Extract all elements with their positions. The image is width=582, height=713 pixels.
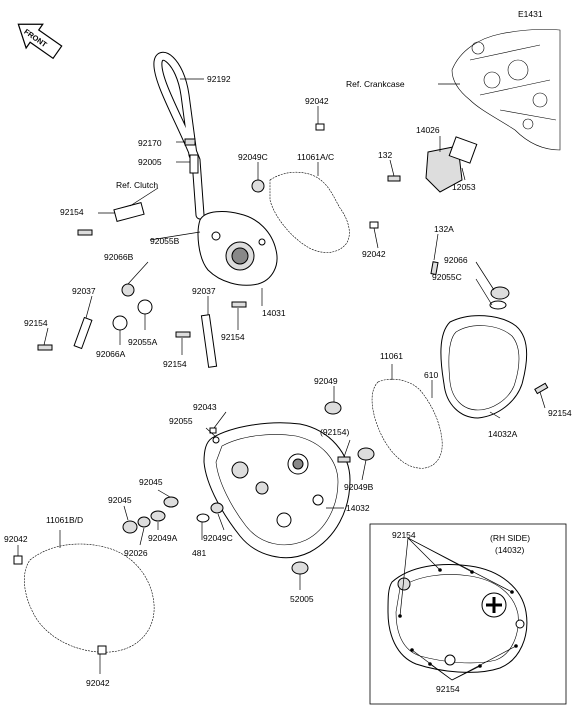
bolt-132 [387,175,401,182]
gasket-11061ac [269,171,350,253]
label-92154-paren: (92154) [320,427,349,437]
label-481: 481 [192,548,206,558]
label-92192: 92192 [207,74,231,84]
o-ring-92055c [489,300,507,310]
plug-52005 [291,561,309,575]
label-92045-b: 92045 [108,495,132,505]
seal-92049c [210,502,224,514]
gasket-11061bd [24,543,155,653]
rh-side-inset: (RH SIDE) (14032) [369,523,567,705]
label-52005: 52005 [290,594,314,604]
label-132a: 132A [434,224,454,234]
label-610: 610 [424,370,438,380]
seal-92049a [150,510,166,522]
label-14032a: 14032A [488,429,518,439]
bearing-92026 [137,516,151,528]
pin-92043 [209,427,217,434]
clutch-cover-14032a [440,315,549,419]
breather-hose [153,51,205,220]
plug-92066 [490,286,510,300]
diagram-code: E1431 [518,9,543,19]
pin-92042c [13,555,23,565]
seal-92049 [324,401,342,415]
leader-lines [17,78,546,674]
o-ring-92055a [137,299,153,315]
label-11061ac: 11061A/C [297,152,334,162]
main-cover-14032 [203,422,351,559]
label-14031: 14031 [262,308,286,318]
label-92042-c: 92042 [4,534,28,544]
label-92042-top: 92042 [305,96,329,106]
inset-title: (RH SIDE) [490,533,530,543]
label-12053: 12053 [452,182,476,192]
label-132: 132 [378,150,392,160]
label-92154-b: 92154 [24,318,48,328]
label-92154-d: 92154 [221,332,245,342]
bolt-92154c [175,331,191,338]
label-92042-b: 92042 [362,249,386,259]
label-92055: 92055 [169,416,193,426]
inset-subtitle: (14032) [495,545,524,555]
label-92055a: 92055A [128,337,158,347]
plug-92066b [121,283,135,297]
seal-92045b [122,520,138,534]
seal-92049b [357,447,375,461]
label-92066b: 92066B [104,252,134,262]
crankcase-reference [451,28,561,151]
plug-92066a [112,315,128,331]
label-92049: 92049 [314,376,338,386]
dowel-92037a [73,316,93,350]
label-92037-b: 92037 [192,286,216,296]
part-labels: 92192 92042 92170 92005 92049C 11061A/C … [4,74,572,694]
bolt-92154-paren [337,456,351,463]
label-14026: 14026 [416,125,440,135]
label-92154-c: 92154 [163,359,187,369]
pin-92042a [315,123,325,131]
label-92154-inset-top: 92154 [392,530,416,540]
label-92066: 92066 [444,255,468,265]
oil-seal-92049c-top [251,179,265,193]
o-ring-92055 [212,436,220,444]
label-14032: 14032 [346,503,370,513]
label-11061bd: 11061B/D [46,515,83,525]
label-92049c-top: 92049C [238,152,268,162]
label-92043: 92043 [193,402,217,412]
label-11061: 11061 [380,351,403,361]
bolt-132a [430,261,439,276]
pin-92042b [369,221,379,229]
label-92154-a: 92154 [60,207,84,217]
label-92066a: 92066A [96,349,126,359]
bolt-92154d [231,301,247,308]
label-92170: 92170 [138,138,162,148]
label-92042-d: 92042 [86,678,110,688]
label-92045-a: 92045 [139,477,163,487]
seal-92045a [163,496,179,508]
label-92055c: 92055C [432,272,462,282]
bolt-92154a [77,229,93,236]
ring-481 [196,513,210,523]
label-92026: 92026 [124,548,148,558]
label-92049b: 92049B [344,482,374,492]
label-92049a: 92049A [148,533,178,543]
dowel-92037b [200,314,218,368]
label-92049c: 92049C [203,533,233,543]
bolt-92154b [37,344,53,351]
label-92154-e: 92154 [548,408,572,418]
label-ref-clutch: Ref. Clutch [116,180,158,190]
pin-92042d [97,645,107,655]
label-92154-inset-bottom: 92154 [436,684,460,694]
label-92037-a: 92037 [72,286,96,296]
front-arrow-icon: FRONT [17,23,63,60]
bracket-ref-clutch [113,201,145,223]
plate-12053 [448,136,478,164]
label-ref-crankcase: Ref. Crankcase [346,79,405,89]
gasket-11061 [371,378,443,469]
label-92005: 92005 [138,157,162,167]
clutch-cover [197,211,278,286]
label-92055b: 92055B [150,236,180,246]
